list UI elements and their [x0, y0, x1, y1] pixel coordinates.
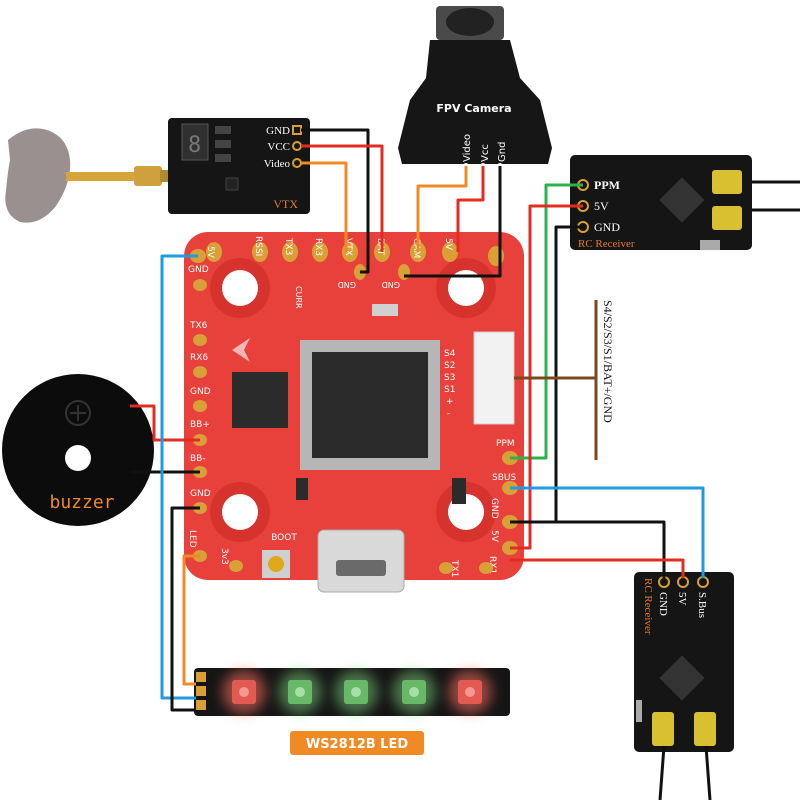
- pad-5v-right: 5V: [489, 530, 499, 543]
- pad-bb-minus: BB-: [190, 454, 206, 464]
- fc-top-pads: RSSI TX3 RX3 VTX BAT CAM 5V GND GND CURR: [206, 236, 504, 309]
- motor-connector-label: S4/S2/S3/S1/BAT+/GND: [601, 300, 615, 423]
- pad-rssi: RSSI: [253, 236, 263, 256]
- pad-gnd-top-b: GND: [382, 280, 400, 289]
- pad-curr: CURR: [294, 286, 303, 309]
- svg-text:8: 8: [188, 133, 201, 158]
- led-label: WS2812B LED: [306, 737, 408, 752]
- pad-ppm: PPM: [496, 439, 515, 449]
- led-1: [222, 670, 266, 714]
- boot-label: BOOT: [271, 533, 297, 543]
- buzzer-label: buzzer: [49, 492, 114, 513]
- pad-tx1: TX1: [449, 559, 459, 577]
- pad-rx6: RX6: [190, 353, 208, 363]
- pad-cam: CAM: [411, 238, 421, 258]
- vtx-vcc-label: VCC: [267, 141, 290, 153]
- pad-rx3: RX3: [313, 238, 323, 256]
- rc-right-sbus-label: S.Bus: [696, 592, 708, 618]
- pad-3v3: 3v3: [219, 548, 229, 565]
- rc-top-title: RC Receiver: [578, 238, 635, 250]
- pad-bat: BAT: [375, 238, 385, 256]
- pad-5v-left: 5V: [205, 246, 215, 259]
- pad-gnd-top-a: GND: [338, 280, 356, 289]
- pad-5v-top: 5V: [443, 238, 453, 251]
- rc-receiver-right: GND 5V S.Bus RC Receiver: [634, 572, 734, 752]
- led-strip: WS2812B LED: [194, 668, 510, 755]
- pad-gnd-left-3: GND: [190, 489, 211, 499]
- buzzer: buzzer: [2, 374, 154, 526]
- rc-top-ppm-label: PPM: [594, 178, 620, 192]
- pad-gnd-left-2: GND: [190, 387, 211, 397]
- vtx-gnd-label: GND: [266, 125, 290, 137]
- camera-title: FPV Camera: [436, 102, 511, 115]
- rc-right-5v-label: 5V: [676, 592, 688, 606]
- antenna: [5, 128, 170, 223]
- pad-tx3: TX3: [283, 237, 293, 255]
- rc-right-gnd-label: GND: [657, 592, 669, 616]
- rc-top-5v-label: 5V: [594, 199, 609, 213]
- wires: [130, 128, 800, 800]
- vtx-module: 8 GND VCC Video VTX: [168, 118, 310, 214]
- vtx-title: VTX: [273, 197, 298, 211]
- led-2: [278, 670, 322, 714]
- camera-video-label: Video: [462, 134, 473, 162]
- vtx-video-label: Video: [264, 158, 291, 170]
- pad-s3: S3: [444, 373, 455, 383]
- fpv-camera: FPV Camera Video Vcc Gnd: [398, 6, 552, 169]
- pad-minus: -: [447, 409, 450, 419]
- pad-s4: S4: [444, 349, 456, 359]
- pad-tx6: TX6: [189, 321, 208, 331]
- pad-plus: +: [446, 397, 454, 407]
- led-4: [392, 670, 436, 714]
- pad-bb-plus: BB+: [190, 420, 210, 430]
- pad-gnd-left: GND: [188, 265, 209, 275]
- rc-receiver-top: PPM 5V GND RC Receiver: [570, 155, 752, 250]
- pad-s2: S2: [444, 361, 455, 371]
- rc-right-title: RC Receiver: [642, 578, 654, 635]
- flight-controller: RSSI TX3 RX3 VTX BAT CAM 5V GND GND CURR…: [184, 232, 524, 593]
- pad-gnd-right: GND: [489, 498, 499, 519]
- pad-sbus: SBUS: [492, 473, 516, 483]
- camera-vcc-label: Vcc: [480, 144, 491, 162]
- pad-vtx: VTX: [343, 238, 353, 256]
- camera-gnd-label: Gnd: [497, 142, 508, 162]
- pad-led: LED: [187, 530, 197, 548]
- led-3: [334, 670, 378, 714]
- led-5: [448, 670, 492, 714]
- rc-top-gnd-label: GND: [594, 220, 620, 234]
- pad-s1: S1: [444, 385, 455, 395]
